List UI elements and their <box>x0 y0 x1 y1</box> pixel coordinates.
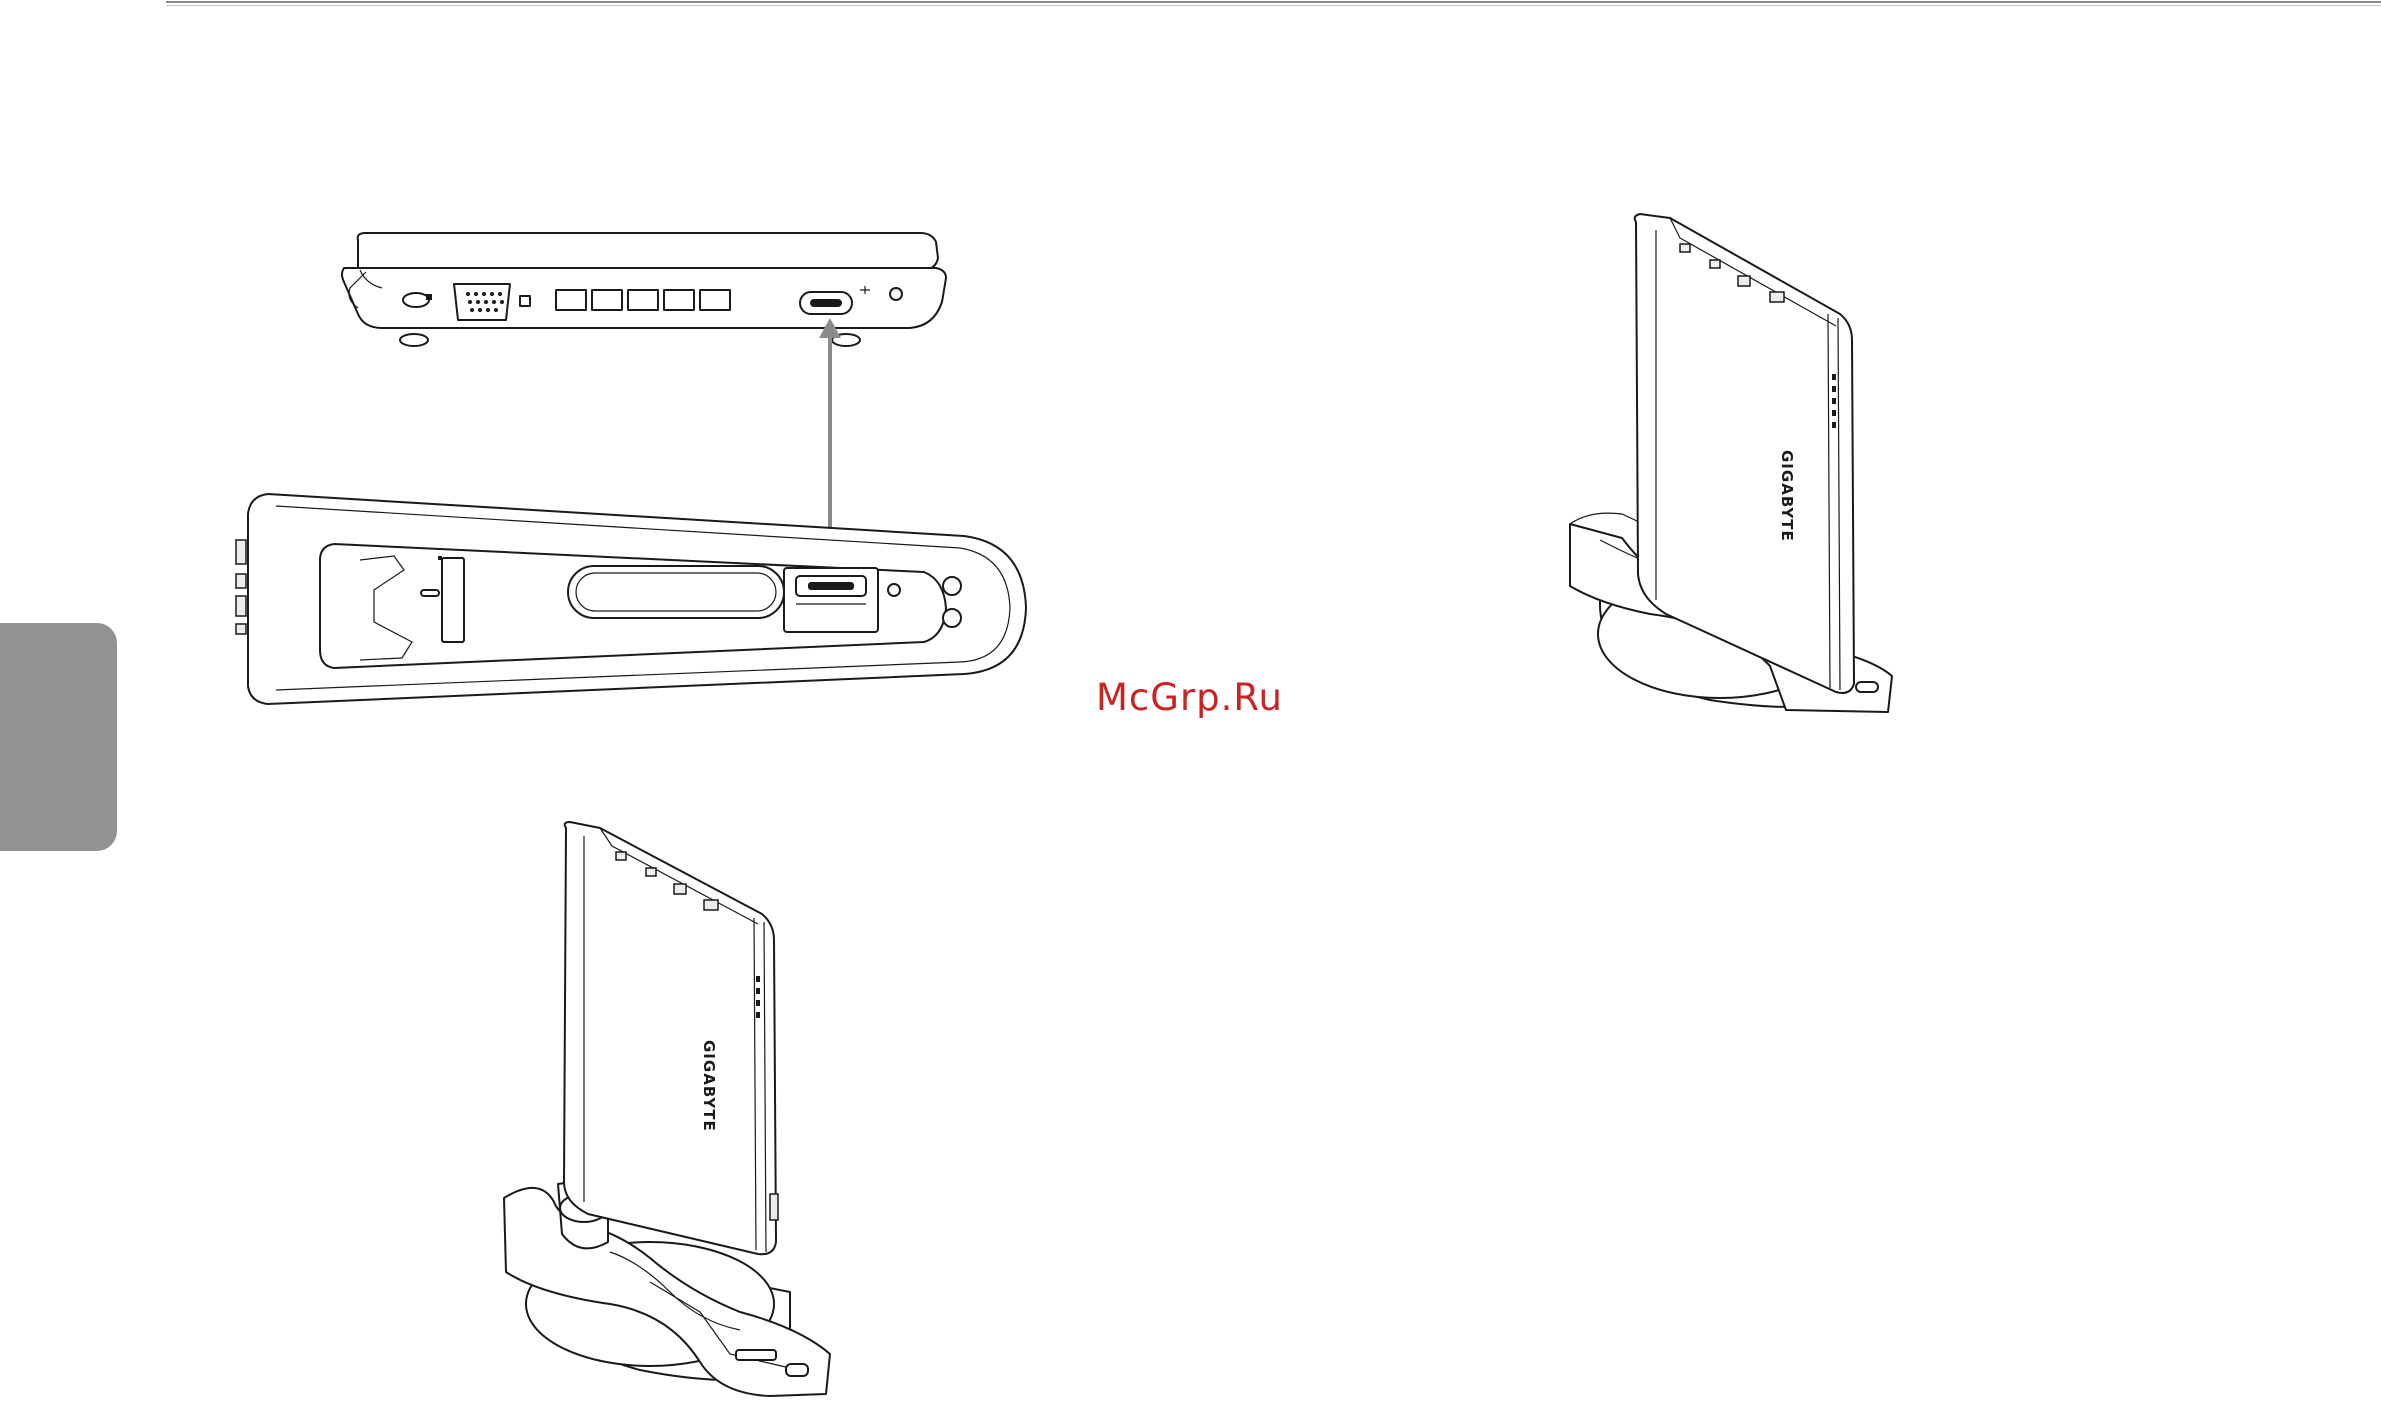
watermark-text: McGrp.Ru <box>1096 676 1283 719</box>
brand-logo: GIGABYTE <box>700 1040 718 1132</box>
laptop-docked-front-illustration: GIGABYTE <box>500 822 840 1402</box>
laptop-side-view-illustration <box>330 228 950 348</box>
chapter-side-tab <box>0 623 117 851</box>
dock-top-view-illustration <box>234 490 1034 710</box>
laptop-docked-rear-illustration: GIGABYTE <box>1560 214 1900 744</box>
brand-logo: GIGABYTE <box>1778 450 1796 542</box>
header-rule <box>166 0 2381 6</box>
